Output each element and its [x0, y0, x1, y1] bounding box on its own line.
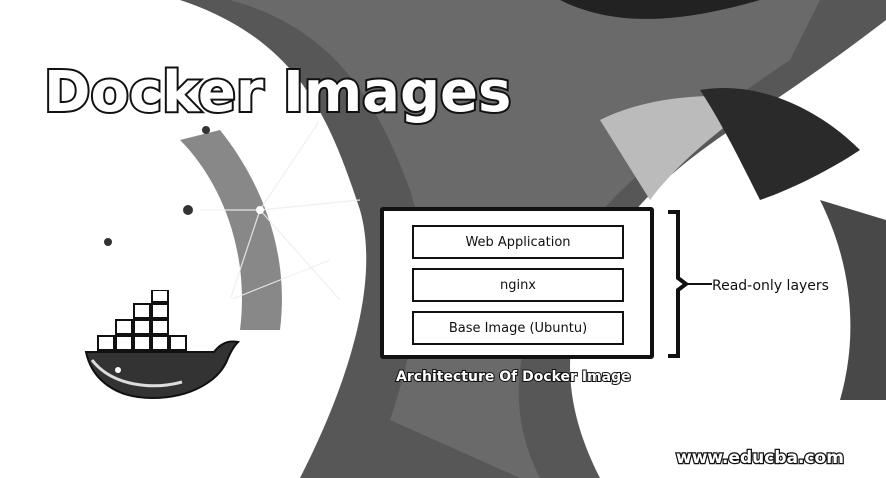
curly-bracket-icon: [668, 210, 712, 358]
read-only-layers-label: Read-only layers: [712, 278, 829, 294]
diagram-caption: Architecture Of Docker Image: [395, 368, 632, 386]
image-layer-stack: Web Application nginx Base Image (Ubuntu…: [380, 207, 654, 359]
docker-whale-icon: [84, 290, 241, 400]
page-title: Docker Images: [42, 58, 513, 127]
layer-nginx: nginx: [412, 268, 624, 302]
website-watermark: www.educba.com: [675, 447, 845, 470]
layer-web-application: Web Application: [412, 225, 624, 259]
layer-base-image: Base Image (Ubuntu): [412, 311, 624, 345]
